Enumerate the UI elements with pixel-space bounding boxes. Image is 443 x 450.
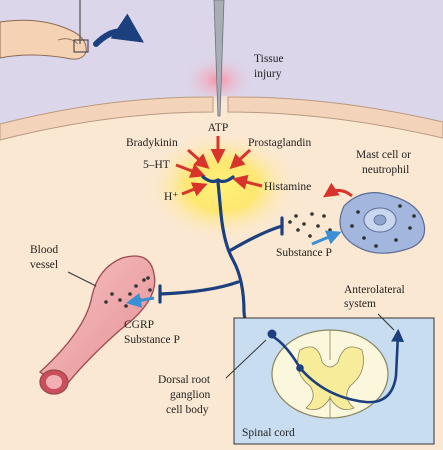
histamine-arrow xyxy=(232,174,263,190)
spinal-cord-label: Spinal cord xyxy=(242,427,295,439)
bradykinin-label: Bradykinin xyxy=(126,137,178,149)
substance-p-label-right: Substance P xyxy=(276,247,332,259)
mast-cell-release-arrow xyxy=(323,182,353,198)
dorsal-root-label-3: cell body xyxy=(166,404,209,416)
mast-cell xyxy=(339,192,426,254)
free-nerve-ending xyxy=(201,175,235,184)
blood-vessel-label-2: vessel xyxy=(30,259,58,271)
dorsal-horn-neuron xyxy=(296,364,304,372)
h-plus-arrow xyxy=(181,182,208,197)
cgrp-arrow xyxy=(126,293,155,308)
blood-vessel xyxy=(38,255,156,395)
anterolateral-label-2: system xyxy=(344,298,376,310)
prostaglandin-label: Prostaglandin xyxy=(248,137,311,149)
prostaglandin-arrow xyxy=(229,148,252,170)
anterolateral-pointer xyxy=(377,313,395,331)
tissue-injury-label-1: Tissue xyxy=(254,53,284,65)
dorsal-root-pointer xyxy=(225,339,267,379)
blood-vessel-label-1: Blood xyxy=(30,244,58,256)
dorsal-root-label-1: Dorsal root xyxy=(158,374,211,386)
5ht-label: 5–HT xyxy=(143,159,170,171)
mast-cell-label-1: Mast cell or xyxy=(356,149,411,161)
5ht-arrow xyxy=(175,163,206,178)
anterolateral-label-1: Anterolateral xyxy=(344,284,405,296)
dorsal-root-label-2: ganglion xyxy=(170,389,210,401)
drg-cell-body xyxy=(267,329,277,339)
cgrp-label-2: Substance P xyxy=(124,334,180,346)
histamine-label: Histamine xyxy=(264,181,311,193)
atp-label: ATP xyxy=(208,122,228,134)
tissue-injury-label-2: injury xyxy=(254,68,282,80)
cgrp-label-1: CGRP xyxy=(124,319,154,331)
finger-icon xyxy=(0,0,89,60)
skin-band-right xyxy=(227,96,443,139)
h-plus-label: H⁺ xyxy=(164,191,178,203)
inset-box-small xyxy=(73,39,89,53)
spinal-pathway xyxy=(271,328,405,404)
mast-cell-label-2: neutrophil xyxy=(362,164,409,176)
anterolateral-tract xyxy=(271,328,405,404)
branch-to-mast-cell xyxy=(229,224,284,252)
skin-band-left xyxy=(0,96,214,141)
mediator-arrows xyxy=(175,136,263,197)
branch-to-vessel xyxy=(158,280,240,296)
inflammation-glow xyxy=(144,130,300,242)
substance-p-arrow-right xyxy=(311,230,342,246)
curved-arrow-icon xyxy=(93,13,144,47)
spinal-cord-section xyxy=(271,329,389,419)
bradykinin-arrow xyxy=(187,148,210,169)
needle-icon xyxy=(213,0,225,117)
blood-vessel-pointer xyxy=(67,271,97,287)
substance-p-vesicles-right xyxy=(288,212,332,238)
